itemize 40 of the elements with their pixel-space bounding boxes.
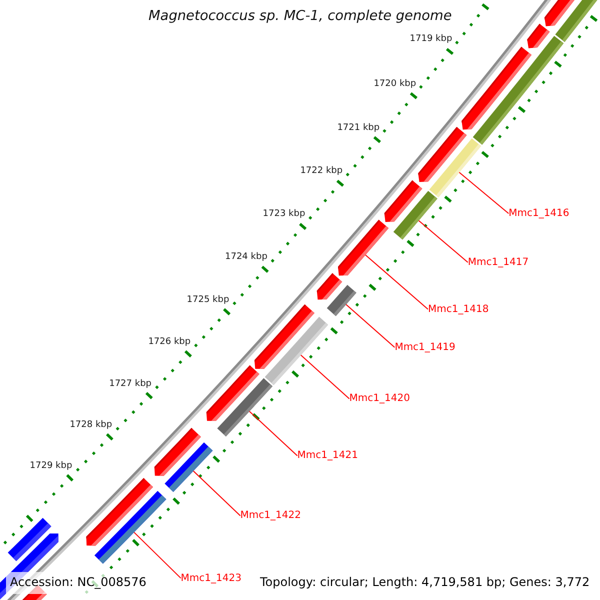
- gene-bar: [393, 190, 438, 240]
- tick-label: 1727 kbp: [109, 378, 152, 389]
- tick-label: 1722 kbp: [300, 166, 343, 177]
- gene-label: Mmc1_1418: [428, 304, 489, 315]
- gene-bar: [94, 490, 166, 564]
- gene-bar: [264, 316, 328, 386]
- leader-line: [418, 220, 468, 263]
- tick-label: 1721 kbp: [337, 122, 380, 134]
- tick-label: 1726 kbp: [148, 336, 191, 348]
- leader-line: [346, 304, 396, 348]
- gene-label: Mmc1_1420: [349, 393, 410, 404]
- leader-line: [300, 354, 350, 400]
- pointed-gene-bar: [338, 220, 389, 276]
- gene-bar: [326, 284, 356, 316]
- gene-bar: [217, 378, 273, 437]
- tick-label: 1724 kbp: [225, 252, 268, 263]
- tick-label: 1723 kbp: [262, 209, 306, 220]
- leader-line: [365, 254, 428, 310]
- leader-line: [134, 532, 182, 579]
- tick-label: 1719 kbp: [410, 34, 452, 45]
- gene-label: Mmc1_1419: [394, 342, 456, 353]
- gene-bar: [429, 138, 482, 198]
- leader-line: [458, 172, 510, 214]
- tick-label: 1729 kbp: [30, 460, 72, 472]
- gene-label: Mmc1_1417: [468, 256, 529, 268]
- gene-label: Mmc1_1422: [240, 510, 301, 522]
- gene-label: Mmc1_1421: [297, 450, 358, 462]
- gene-label: Mmc1_1416: [508, 208, 570, 219]
- pointed-gene-bar: [316, 273, 342, 300]
- leader-line: [192, 470, 241, 516]
- tick-label: 1725 kbp: [186, 294, 230, 306]
- pointed-gene-bar: [462, 46, 532, 130]
- leader-line: [248, 410, 298, 456]
- gene-bar: [555, 0, 598, 42]
- pointed-gene-bar: [527, 24, 550, 48]
- tick-label: 1720 kbp: [374, 78, 416, 90]
- tick-label: 1728 kbp: [70, 420, 112, 430]
- gene-bar: [164, 442, 213, 492]
- gene-label: Mmc1_1423: [180, 572, 242, 584]
- map-title: Magnetococcus sp. MC-1, complete genome: [148, 9, 452, 25]
